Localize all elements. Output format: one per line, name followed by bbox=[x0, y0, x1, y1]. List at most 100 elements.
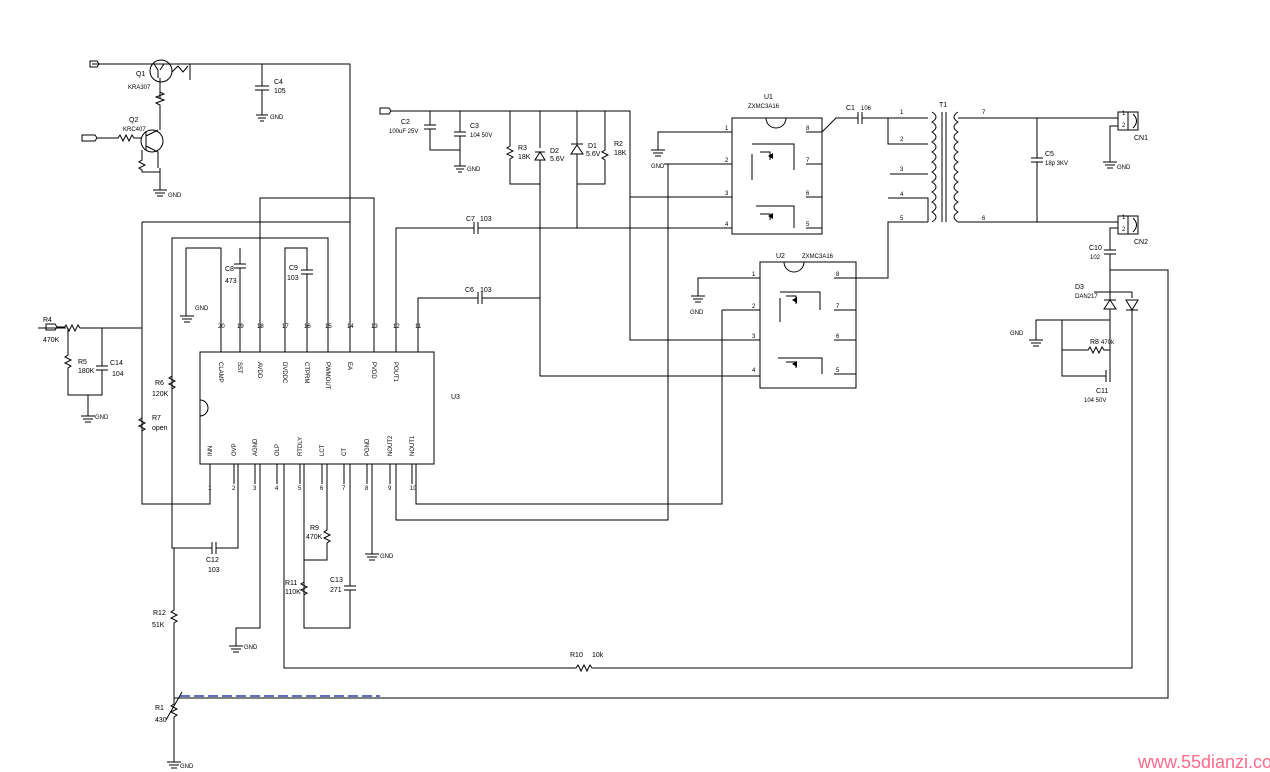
u2-part: ZXMC3A16 bbox=[802, 254, 834, 260]
pin-label: 7 bbox=[982, 110, 986, 116]
c10-value: 102 bbox=[1090, 255, 1101, 261]
pin-label: 1 bbox=[752, 272, 756, 278]
u3-pin-number: 18 bbox=[257, 324, 264, 330]
u2-ref: U2 bbox=[776, 253, 785, 260]
c1-ref: C1 bbox=[846, 105, 855, 112]
pin-label: 4 bbox=[725, 222, 729, 228]
c9-value: 103 bbox=[287, 275, 299, 282]
r5-value: 180K bbox=[78, 368, 95, 375]
r10-ref: R10 bbox=[570, 652, 583, 659]
u3-pin-number: 20 bbox=[218, 324, 225, 330]
transformer-section: C1 106 1 2 3 4 5 7 6 T1 C5 18p 3KV 1 2 C… bbox=[846, 102, 1148, 246]
r2-value: 18K bbox=[614, 150, 627, 157]
u3-pin-number: 15 bbox=[325, 324, 332, 330]
gnd-label: GND bbox=[651, 164, 665, 170]
gnd-label: GND bbox=[380, 554, 394, 560]
c11-ref: C11 bbox=[1096, 388, 1108, 395]
u3-pin-number: 3 bbox=[253, 486, 257, 492]
c5-ref: C5 bbox=[1045, 151, 1054, 158]
c11-value: 104 50V bbox=[1084, 398, 1106, 404]
c3-ref: C3 bbox=[470, 123, 479, 130]
u3-pin-name: CTPRM bbox=[303, 362, 309, 383]
u3-pin-name: CT bbox=[342, 448, 348, 456]
c4-value: 105 bbox=[274, 88, 286, 95]
r8-value: 470k bbox=[1101, 340, 1115, 346]
r9-value: 470K bbox=[306, 534, 323, 541]
gnd-label: GND bbox=[690, 310, 704, 316]
u2-body bbox=[759, 261, 857, 389]
r10-value: 10k bbox=[592, 652, 604, 659]
pin-label: 6 bbox=[982, 216, 986, 222]
cn2-housing bbox=[1117, 215, 1129, 235]
u1-part: ZXMC3A16 bbox=[748, 104, 780, 110]
pin-label: 2 bbox=[752, 304, 756, 310]
c4-ref: C4 bbox=[274, 79, 283, 86]
u3-pin-number: 12 bbox=[393, 324, 400, 330]
u3-pin-number: 16 bbox=[304, 324, 311, 330]
u3-controller-ic: U3 20CLAMP19SST18AVDD17DVDDC16CTPRM15PWM… bbox=[199, 324, 460, 492]
r1-value: 430 bbox=[155, 717, 167, 724]
pin-label: 8 bbox=[836, 272, 840, 278]
u3-pin-name: EA bbox=[346, 362, 352, 370]
u3-pin-name: LCT bbox=[320, 444, 326, 456]
c13-value: 271 bbox=[330, 587, 342, 594]
r7-value: open bbox=[152, 425, 168, 432]
pin-label: 6 bbox=[836, 334, 840, 340]
gnd-label: GND bbox=[1117, 165, 1131, 171]
r2-ref: R2 bbox=[614, 141, 623, 148]
c13-ref: C13 bbox=[330, 577, 343, 584]
r6-value: 120K bbox=[152, 391, 169, 398]
pin-label: 7 bbox=[806, 158, 810, 164]
u3-pin-number: 17 bbox=[282, 324, 289, 330]
gnd-label: GND bbox=[180, 764, 194, 770]
r11-ref: R11 bbox=[285, 580, 297, 587]
gnd-label: GND bbox=[244, 645, 258, 651]
c2-value: 100uF 25V bbox=[389, 129, 418, 135]
pin-label: 2 bbox=[900, 137, 904, 143]
transistor-q2 bbox=[140, 129, 164, 153]
r3-ref: R3 bbox=[518, 145, 527, 152]
q1-q2-section: Q1 KRA307 GND Q2 KRC407 GND C4 105 bbox=[81, 59, 351, 200]
cn2-ref: CN2 bbox=[1134, 239, 1148, 246]
u1-mosfet-ic: U1 ZXMC3A16 GND 1 2 3 4 8 7 6 5 bbox=[577, 94, 850, 235]
q1-part: KRA307 bbox=[128, 85, 151, 91]
d2-value: 5.6V bbox=[550, 156, 565, 163]
u3-pin-name: DVDDC bbox=[281, 362, 287, 384]
u2-mosfet-ic: U2 ZXMC3A16 GND 1 2 3 4 8 7 6 5 bbox=[690, 221, 928, 389]
u1-body bbox=[731, 117, 823, 235]
u3-pin-name: PWMOUT bbox=[324, 362, 330, 390]
pin-label: 4 bbox=[900, 192, 904, 198]
u3-pin-name: SST bbox=[236, 362, 242, 374]
u3-wiring: GND C8 473 C9 103 C7 103 C6 103 R4 470K … bbox=[38, 164, 732, 770]
pin-label: 5 bbox=[806, 222, 810, 228]
u3-pin-name: INN bbox=[208, 446, 214, 456]
u3-pin-name: PGND bbox=[365, 438, 371, 456]
c12-value: 103 bbox=[208, 567, 220, 574]
c6-ref: C6 bbox=[465, 287, 474, 294]
c12-ref: C12 bbox=[206, 557, 219, 564]
pin-label: 1 bbox=[725, 126, 729, 132]
gnd-label: GND bbox=[467, 167, 481, 173]
gnd-label: GND bbox=[1010, 331, 1024, 337]
u3-ref: U3 bbox=[451, 394, 460, 401]
u3-pin-number: 5 bbox=[298, 486, 302, 492]
r12-ref: R12 bbox=[153, 610, 166, 617]
u3-pin-number: 4 bbox=[275, 486, 279, 492]
gnd-label: GND bbox=[168, 193, 182, 199]
u3-pin-name: OLP bbox=[275, 444, 281, 456]
pin-label: 2 bbox=[725, 158, 729, 164]
u1-ref: U1 bbox=[764, 94, 773, 101]
c14-value: 104 bbox=[112, 371, 124, 378]
u3-pin-number: 14 bbox=[347, 324, 354, 330]
pin-label: 5 bbox=[900, 216, 904, 222]
d3-ref: D3 bbox=[1075, 284, 1084, 291]
c8-ref: C8 bbox=[225, 266, 234, 273]
u3-pin-number: 2 bbox=[232, 486, 236, 492]
cn1-ref: CN1 bbox=[1134, 135, 1148, 142]
q1-ref: Q1 bbox=[136, 71, 145, 78]
u3-pin-name: NOUT1 bbox=[410, 435, 416, 456]
u3-pin-name: NOUT2 bbox=[388, 435, 394, 456]
c10-ref: C10 bbox=[1089, 245, 1102, 252]
pin-label: 7 bbox=[836, 304, 840, 310]
